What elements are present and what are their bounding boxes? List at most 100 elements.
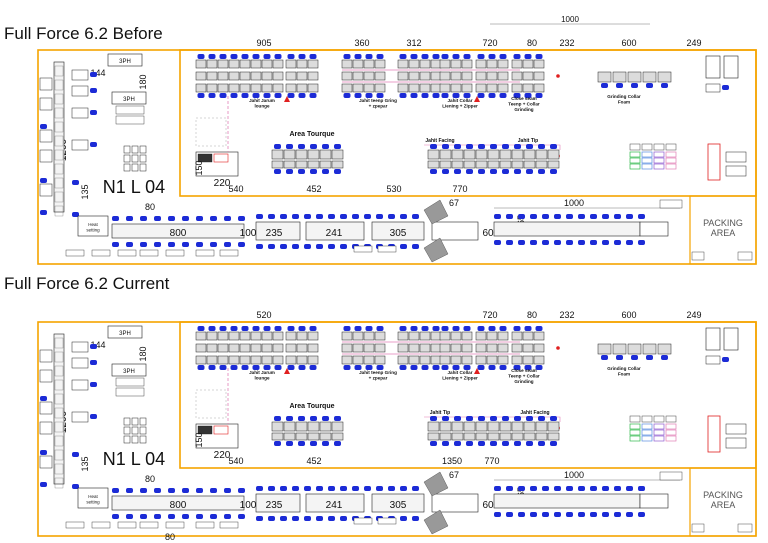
sewing-table xyxy=(271,160,284,169)
sewing-table xyxy=(250,83,262,93)
storage-bin xyxy=(131,145,139,154)
sewing-table xyxy=(547,149,560,160)
sewing-table xyxy=(451,432,464,441)
inner-room xyxy=(179,321,757,469)
operator-chair xyxy=(219,93,227,98)
sewing-table xyxy=(307,331,319,341)
sewing-table xyxy=(217,59,229,69)
sewing-table xyxy=(535,432,548,441)
panel-3ph xyxy=(111,91,147,105)
operator-chair xyxy=(252,54,260,59)
colored-rack xyxy=(653,157,665,164)
operator-chair xyxy=(252,365,260,370)
operator-chair xyxy=(506,240,513,245)
operator-chair xyxy=(590,486,597,491)
rack-top xyxy=(653,143,665,151)
sewing-table xyxy=(272,59,284,69)
operator-chair xyxy=(334,169,341,174)
operator-chair xyxy=(197,93,205,98)
top-dimension-label: 720 xyxy=(482,310,497,320)
sewing-table xyxy=(296,355,308,365)
sewing-table xyxy=(439,59,451,69)
operator-chair xyxy=(252,326,260,331)
panel-3ph-label: 3PH xyxy=(119,331,131,337)
colored-rack xyxy=(641,423,653,430)
operator-chair xyxy=(626,486,633,491)
operator-chair xyxy=(354,326,362,331)
sewing-table xyxy=(206,71,218,81)
operator-chair xyxy=(542,240,549,245)
operator-chair xyxy=(514,169,521,174)
sewing-table xyxy=(463,432,476,441)
sewing-table xyxy=(285,59,297,69)
operator-chair xyxy=(530,240,537,245)
colored-rack xyxy=(629,157,641,164)
conveyor-segment xyxy=(54,421,64,433)
machine xyxy=(39,183,53,197)
sewing-table xyxy=(533,71,545,81)
operator-chair xyxy=(614,214,621,219)
station-label: Jahit Tip xyxy=(430,410,450,416)
top-dimension-label: 249 xyxy=(686,310,701,320)
line-segment-label: 60 xyxy=(482,500,494,511)
operator-chair xyxy=(298,441,305,446)
rack xyxy=(705,55,721,79)
sewing-table xyxy=(283,149,296,160)
head-unit-label: Heat xyxy=(88,494,98,499)
operator-chair xyxy=(638,512,645,517)
machine xyxy=(195,521,215,529)
operator-chair xyxy=(526,169,533,174)
sewing-table xyxy=(307,59,319,69)
operator-chair xyxy=(550,441,557,446)
sewing-table xyxy=(228,71,240,81)
station-label: Jahit Tip xyxy=(518,138,538,144)
sewing-table xyxy=(352,331,364,341)
operator-chair xyxy=(298,326,306,331)
operator-chair xyxy=(328,486,335,491)
rack-top xyxy=(629,415,641,423)
machine xyxy=(65,521,85,529)
operator-chair xyxy=(256,214,263,219)
operator-chair xyxy=(602,214,609,219)
operator-chair xyxy=(376,54,384,59)
cabinet-unit xyxy=(197,425,213,435)
operator-chair xyxy=(466,416,473,421)
sewing-table xyxy=(250,355,262,365)
sewing-table xyxy=(523,160,536,169)
sewing-table xyxy=(450,355,462,365)
cabinet-unit xyxy=(197,153,213,163)
dimension-80-a: 80 xyxy=(145,202,155,212)
operator-chair xyxy=(72,180,79,185)
conveyor-segment xyxy=(54,205,64,217)
colored-rack xyxy=(665,429,677,436)
sewing-table xyxy=(430,331,442,341)
panel-title-before: Full Force 6.2 Before xyxy=(4,24,163,43)
rack-top xyxy=(653,415,665,423)
operator-chair xyxy=(230,54,238,59)
operator-chair xyxy=(354,93,362,98)
machine xyxy=(39,369,53,383)
colored-rack xyxy=(653,435,665,442)
sewing-table xyxy=(408,59,420,69)
operator-chair xyxy=(477,93,485,98)
operator-chair xyxy=(478,169,485,174)
operator-chair xyxy=(554,214,561,219)
operator-chair xyxy=(287,365,295,370)
operator-chair xyxy=(518,512,525,517)
operator-chair xyxy=(286,144,293,149)
bottom-dimension-label: 530 xyxy=(386,184,401,194)
sewing-table xyxy=(228,59,240,69)
red-arrow-marker xyxy=(284,368,290,374)
operator-chair xyxy=(256,516,263,521)
packing-area-label: AREA xyxy=(711,228,736,238)
sewing-table xyxy=(657,71,672,83)
operator-chair xyxy=(241,365,249,370)
operator-chair xyxy=(154,488,161,493)
operator-chair xyxy=(490,441,497,446)
operator-chair xyxy=(376,365,384,370)
operator-chair xyxy=(454,416,461,421)
operator-chair xyxy=(661,83,668,88)
operator-chair xyxy=(354,54,362,59)
conveyor-block xyxy=(431,221,479,241)
box xyxy=(725,151,747,163)
